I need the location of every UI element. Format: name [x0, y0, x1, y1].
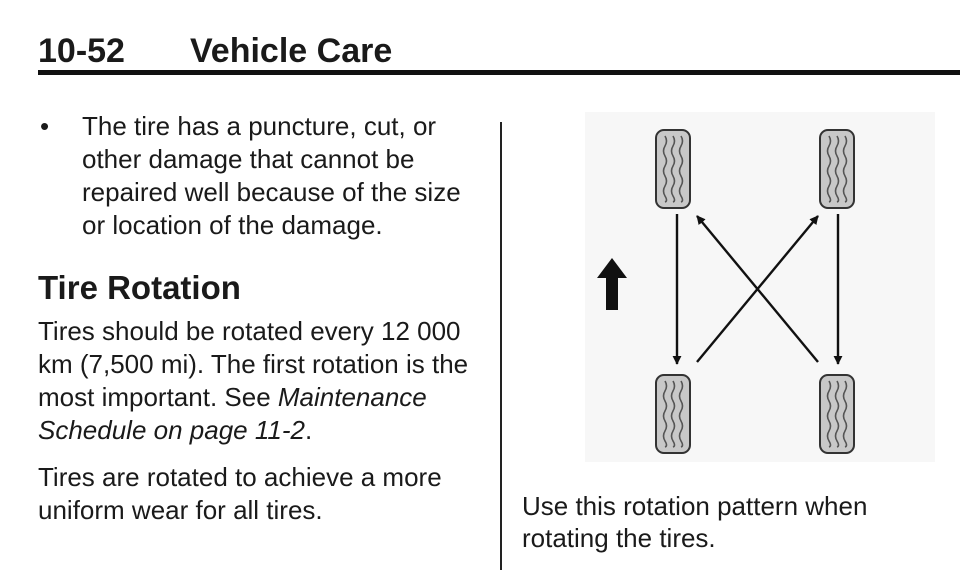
uniform-wear-paragraph: Tires are rotated to achieve a more unif… — [38, 462, 442, 525]
left-column: • The tire has a puncture, cut, or other… — [38, 110, 478, 570]
tire-rear-left — [655, 374, 691, 454]
forward-direction-arrow — [597, 258, 627, 310]
bullet-mark: • — [40, 111, 50, 141]
figure-caption: Use this rotation pattern when rotating … — [522, 491, 868, 553]
tire-rotation-diagram — [585, 112, 935, 462]
rotation-paragraph-text: Tires should be rotated every 12 000 km … — [38, 316, 469, 412]
page-header: 10-52 Vehicle Care — [38, 20, 960, 76]
section-title: Vehicle Care — [190, 32, 393, 70]
column-divider — [500, 122, 502, 570]
rotation-diagram-svg — [597, 129, 855, 454]
bullet-item: • The tire has a puncture, cut, or other… — [38, 110, 478, 242]
bullet-text: The tire has a puncture, cut, or other d… — [82, 111, 461, 240]
maintenance-schedule-link[interactable]: Maintenance Schedule on page 11-2 — [38, 382, 427, 445]
tire-rotation-heading: Tire Rotation — [38, 269, 241, 306]
page-number: 10-52 — [38, 32, 125, 70]
rotation-paragraph: Tires should be rotated every 12 000 km … — [38, 315, 478, 447]
header-rule — [38, 70, 960, 75]
tire-front-right — [819, 129, 855, 209]
tire-front-left — [655, 129, 691, 209]
arrow-rear-right-to-front-left — [696, 215, 819, 363]
rotation-paragraph-end: . — [304, 415, 313, 445]
tire-rear-right — [819, 374, 855, 454]
